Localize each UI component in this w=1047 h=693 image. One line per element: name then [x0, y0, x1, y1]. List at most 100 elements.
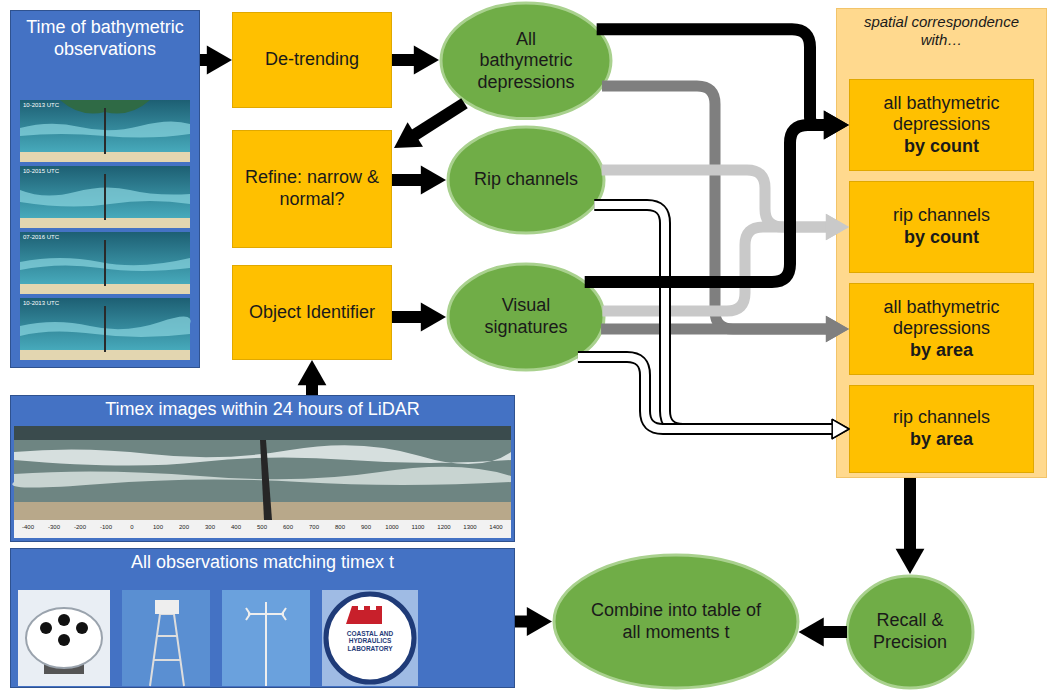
arrow-head: [826, 214, 849, 240]
node-text: Visual signatures: [469, 295, 584, 338]
arrow-shaft: [392, 311, 423, 323]
axis-tick-label: -300: [40, 524, 68, 531]
timex-image: [12, 426, 511, 538]
node-text: by area: [910, 429, 973, 451]
ellipse-outline: [847, 576, 973, 688]
image-water: [20, 232, 190, 294]
axis-tick-label: 800: [326, 524, 354, 531]
axis-tick-label: -400: [14, 524, 42, 531]
flow-arrow: [799, 618, 847, 647]
comparison-box: rip channelsby count: [849, 181, 1034, 273]
buoy-sensor: [76, 622, 88, 634]
flow-arrow: [594, 205, 849, 439]
node-text: De-trending: [265, 49, 359, 71]
arrow-shaft: [515, 616, 529, 628]
arrow-outline: [594, 205, 834, 429]
flow-arrow: [601, 316, 849, 342]
node-text: Combine into table of all moments t: [587, 600, 766, 643]
node-text: spatial correspondence with…: [844, 13, 1039, 49]
buoy-sensor: [40, 622, 52, 634]
image-timestamp: 10-2013 UTC: [23, 102, 59, 109]
arrow-head: [298, 360, 327, 385]
axis-tick-label: 0: [118, 524, 146, 531]
arrow-head: [826, 316, 849, 342]
arrow-head: [799, 618, 824, 647]
arrow-head: [832, 419, 849, 438]
node-text: rip channels: [893, 205, 990, 227]
node-text: All bathymetric depressions: [468, 29, 583, 94]
process-box: Object Identifier: [232, 265, 392, 360]
node-text: Rip channels: [474, 169, 578, 191]
arrow-head: [414, 46, 439, 75]
ellipse-outline: [441, 3, 611, 119]
image-timestamp: 10-2015 UTC: [23, 168, 59, 175]
icon-ground: [322, 590, 418, 686]
flow-arrow: [896, 478, 925, 574]
node-text: all bathymetric depressions: [858, 297, 1025, 340]
buoy-sensor: [58, 634, 70, 646]
axis-tick-label: 300: [196, 524, 224, 531]
axis-tick-label: 1300: [456, 524, 484, 531]
mast-icon: [222, 590, 310, 686]
image-pier: [104, 306, 106, 352]
node-text: Timex images within 24 hours of LiDAR: [105, 399, 419, 421]
node-text: rip channels: [893, 407, 990, 429]
node-text: by count: [904, 227, 979, 249]
arrow-shaft: [822, 626, 847, 638]
process-box: Refine: narrow & normal?: [232, 130, 392, 248]
arrow-shaft: [594, 205, 834, 429]
tower-housing: [155, 600, 179, 614]
arrow-head: [421, 166, 446, 195]
tower-strut: [154, 636, 180, 660]
node-text: All observations matching timex t: [131, 552, 394, 574]
axis-tick-label: 1100: [404, 524, 432, 531]
node-text: Refine: narrow & normal?: [241, 167, 383, 210]
axis-tick-label: 400: [222, 524, 250, 531]
image-water: [20, 166, 190, 228]
arrow-shaft: [392, 174, 423, 186]
axis-tick-label: 1000: [378, 524, 406, 531]
data-ellipse: Rip channels: [446, 125, 606, 235]
flow-arrow: [392, 303, 446, 332]
arrow-head: [824, 111, 849, 140]
logo-castle: [346, 606, 382, 624]
arrow-shaft: [904, 478, 916, 551]
arrow-head: [826, 316, 849, 342]
buoy-icon: [18, 590, 110, 686]
icon-ground: [18, 590, 110, 686]
arrow-head: [527, 607, 552, 636]
axis-tick-label: 700: [300, 524, 328, 531]
result-ellipse: Combine into table of all moments t: [552, 553, 800, 690]
image-pier: [104, 108, 106, 154]
image-timestamp: 07-2016 UTC: [23, 234, 59, 241]
arrow-outline: [578, 357, 834, 429]
node-text: Time of bathymetric observations: [18, 17, 192, 60]
logo-text: COASTAL AND HYDRAULICS LABORATORY: [337, 630, 403, 652]
comparison-box: rip channelsby area: [849, 385, 1034, 473]
flow-arrow: [394, 103, 464, 148]
image-water: [20, 100, 190, 162]
flow-arrow: [585, 111, 849, 282]
arrow-shaft: [585, 125, 826, 282]
image-pier: [104, 240, 106, 286]
image-water: [20, 298, 190, 360]
axis-tick-label: -200: [66, 524, 94, 531]
result-ellipse: Recall & Precision: [845, 574, 975, 690]
tower-icon: [122, 590, 210, 686]
arrow-head: [826, 214, 849, 240]
axis-tick-label: 1400: [482, 524, 510, 531]
mast-arm: [248, 613, 284, 615]
flow-arrow: [392, 46, 439, 75]
axis-tick-label: 600: [274, 524, 302, 531]
ellipse-outline: [448, 127, 604, 233]
arrow-shaft: [414, 103, 465, 135]
bathymetry-image: [20, 166, 190, 228]
bathymetry-image: [20, 232, 190, 294]
node-text: Object Identifier: [249, 302, 375, 324]
node-text: by count: [904, 136, 979, 158]
arrow-shaft: [578, 357, 834, 429]
arrow-head: [207, 46, 232, 75]
arrow-head: [824, 111, 849, 140]
comparison-box: all bathymetric depressionsby area: [849, 283, 1034, 375]
arrow-shaft: [392, 54, 416, 66]
